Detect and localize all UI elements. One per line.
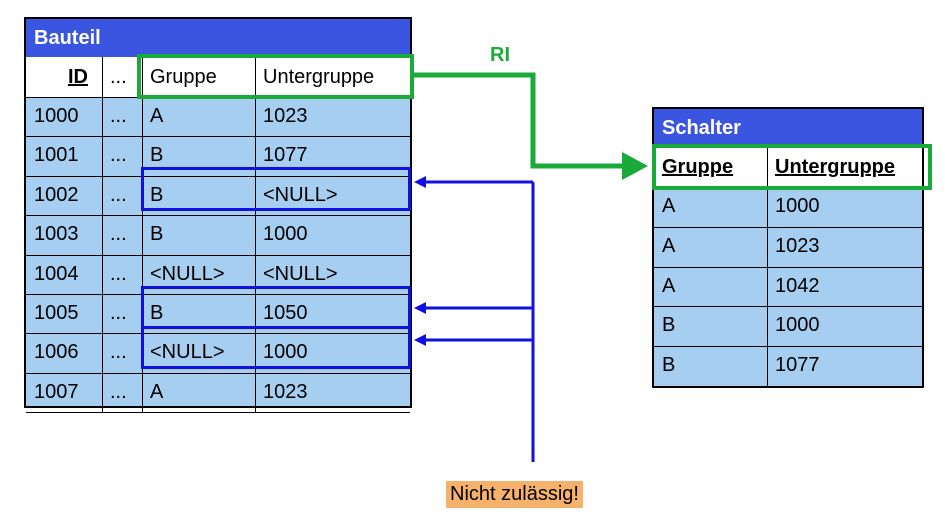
- schalter-column-divider: [767, 147, 768, 386]
- bauteil-row-divider: [26, 136, 410, 138]
- schalter-header-cell: Untergruppe: [767, 147, 922, 187]
- bauteil-title: Bauteil: [26, 19, 410, 57]
- ri-arrowhead: [622, 152, 648, 180]
- bauteil-cell: 1005: [34, 302, 79, 324]
- schalter-cell: 1042: [775, 274, 820, 297]
- schalter-cell: 1023: [775, 234, 820, 257]
- bauteil-cell: B: [150, 144, 164, 167]
- schalter-cell: A: [662, 195, 676, 217]
- invalid-row-1006: [141, 326, 411, 369]
- bauteil-column-divider: [102, 57, 103, 413]
- bauteil-cell: 1004: [34, 262, 79, 285]
- schalter-row-divider: [654, 226, 922, 228]
- bauteil-cell: <NULL>: [150, 262, 225, 285]
- bauteil-column-divider: [142, 57, 143, 413]
- bauteil-cell: 1007: [34, 380, 79, 403]
- bauteil-cell: 1077: [263, 144, 308, 167]
- schalter-cell: B: [662, 314, 676, 337]
- bauteil-cell: ...: [110, 380, 127, 403]
- bauteil-cell: 1003: [34, 223, 79, 246]
- bauteil-cell: <NULL>: [263, 183, 338, 206]
- bauteil-cell: ...: [110, 183, 127, 206]
- bauteil-cell: B: [150, 223, 164, 246]
- bauteil-cell: ...: [110, 341, 127, 364]
- ri-label: RI: [490, 44, 510, 66]
- bauteil-cell: ...: [110, 223, 127, 246]
- bauteil-cell: 1050: [263, 302, 308, 324]
- bauteil-cell: ...: [110, 105, 127, 127]
- schalter-cell: 1077: [775, 354, 820, 377]
- bauteil-cell: B: [150, 302, 164, 324]
- schalter-cell: A: [662, 234, 676, 257]
- schalter-row-divider: [654, 346, 922, 348]
- bauteil-cell: 1000: [34, 105, 79, 127]
- schalter-header-cell: Gruppe: [654, 147, 767, 187]
- bauteil-cell: 1000: [263, 223, 308, 246]
- bauteil-cell: 1023: [263, 380, 308, 403]
- bauteil-row-divider: [26, 294, 410, 295]
- pk-highlight-schalter: [652, 144, 932, 190]
- bauteil-cell: <NULL>: [263, 262, 338, 285]
- not-allowed-note: Nicht zulässig!: [446, 481, 583, 508]
- bauteil-header-cell: ...: [102, 57, 142, 97]
- bauteil-cell: 1000: [263, 341, 308, 364]
- bauteil-cell: ...: [110, 262, 127, 285]
- bauteil-row-divider: [26, 175, 410, 177]
- schalter-row-divider: [654, 386, 922, 387]
- fk-highlight-bauteil: [137, 54, 414, 99]
- bauteil-cell: 1002: [34, 183, 79, 206]
- bauteil-row-divider: [26, 254, 410, 256]
- bauteil-cell: <NULL>: [150, 341, 225, 364]
- bauteil-column-divider: [255, 57, 256, 413]
- bauteil-cell: ...: [110, 144, 127, 167]
- bauteil-row-divider: [26, 412, 410, 414]
- bauteil-cell: ...: [110, 302, 127, 324]
- ri-arrow: [414, 72, 640, 169]
- schalter-cell: 1000: [775, 314, 820, 337]
- schalter-title: Schalter: [654, 109, 922, 147]
- schalter-row-divider: [654, 266, 922, 268]
- arrowhead-1006: [414, 334, 426, 346]
- bauteil-cell: 1023: [263, 105, 308, 127]
- schalter-cell: A: [662, 274, 676, 297]
- bauteil-header-cell: Untergruppe: [255, 57, 410, 97]
- bauteil-header-cell: ID: [26, 57, 102, 97]
- bauteil-cell: 1001: [34, 144, 79, 167]
- arrowhead-1002: [414, 176, 426, 188]
- bauteil-row-divider: [26, 215, 410, 217]
- arrowhead-1005: [414, 302, 426, 314]
- bauteil-cell: 1006: [34, 341, 79, 364]
- schalter-cell: 1000: [775, 195, 820, 217]
- invalid-arrows: [420, 180, 535, 462]
- bauteil-row-divider: [26, 372, 410, 374]
- bauteil-cell: A: [150, 105, 164, 127]
- bauteil-row-divider: [26, 333, 410, 335]
- bauteil-cell: B: [150, 183, 164, 206]
- schalter-row-divider: [654, 306, 922, 308]
- schalter-cell: B: [662, 354, 676, 377]
- bauteil-cell: A: [150, 380, 164, 403]
- invalid-row-1002: [141, 167, 411, 211]
- bauteil-header-cell: Gruppe: [142, 57, 255, 97]
